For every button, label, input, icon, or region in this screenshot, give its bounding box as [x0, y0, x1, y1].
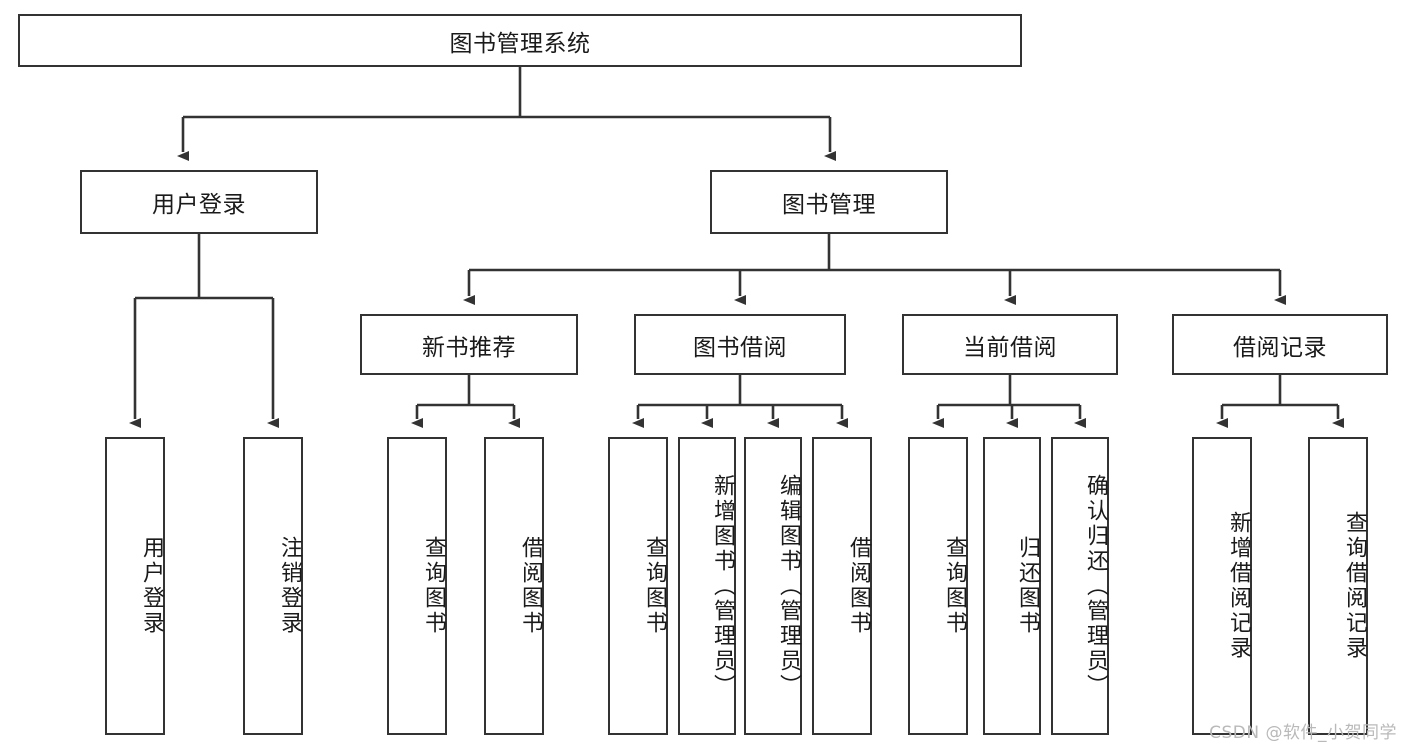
node-current-borrow[interactable]: 当前借阅	[902, 314, 1118, 375]
node-leaf-logout[interactable]: 注销登录	[243, 437, 303, 735]
node-current-borrow-label: 当前借阅	[963, 334, 1057, 361]
node-leaf-user-login[interactable]: 用户登录	[105, 437, 165, 735]
node-leaf-add-borrow-record[interactable]: 新增借阅记录	[1192, 437, 1252, 735]
node-leaf-query-book-rec[interactable]: 查询图书	[387, 437, 447, 735]
node-leaf-edit-book-admin-label: 编辑图书（管理员）	[776, 473, 801, 699]
node-leaf-query-book-borrow[interactable]: 查询图书	[608, 437, 668, 735]
node-leaf-return-book[interactable]: 归还图书	[983, 437, 1041, 735]
node-leaf-query-book-current-label: 查询图书	[942, 536, 967, 636]
node-leaf-add-book-admin-label: 新增图书（管理员）	[710, 473, 735, 699]
node-book-borrow-label: 图书借阅	[693, 334, 787, 361]
node-leaf-confirm-return-admin[interactable]: 确认归还（管理员）	[1051, 437, 1109, 735]
node-leaf-return-book-label: 归还图书	[1015, 536, 1040, 636]
node-user-login[interactable]: 用户登录	[80, 170, 318, 234]
watermark-text: CSDN @软件_小贺同学	[1209, 723, 1397, 743]
node-leaf-query-borrow-record-label: 查询借阅记录	[1342, 511, 1367, 661]
node-leaf-query-book-current[interactable]: 查询图书	[908, 437, 968, 735]
node-root-system[interactable]: 图书管理系统	[18, 14, 1022, 67]
node-leaf-borrow-book[interactable]: 借阅图书	[812, 437, 872, 735]
node-leaf-confirm-return-admin-label: 确认归还（管理员）	[1083, 473, 1108, 699]
node-leaf-add-book-admin[interactable]: 新增图书（管理员）	[678, 437, 736, 735]
node-leaf-borrow-book-label: 借阅图书	[846, 536, 871, 636]
node-user-login-label: 用户登录	[152, 192, 246, 218]
node-leaf-borrow-book-rec-label: 借阅图书	[518, 536, 543, 636]
node-leaf-logout-label: 注销登录	[277, 536, 302, 636]
node-leaf-borrow-book-rec[interactable]: 借阅图书	[484, 437, 544, 735]
node-new-book-recommend-label: 新书推荐	[422, 334, 516, 361]
node-leaf-add-borrow-record-label: 新增借阅记录	[1226, 511, 1251, 661]
node-borrow-record[interactable]: 借阅记录	[1172, 314, 1388, 375]
node-borrow-record-label: 借阅记录	[1233, 334, 1327, 361]
node-leaf-user-login-label: 用户登录	[139, 536, 164, 636]
node-root-system-label: 图书管理系统	[449, 30, 591, 57]
node-leaf-query-book-rec-label: 查询图书	[421, 536, 446, 636]
node-leaf-query-book-borrow-label: 查询图书	[642, 536, 667, 636]
node-leaf-query-borrow-record[interactable]: 查询借阅记录	[1308, 437, 1368, 735]
node-book-borrow[interactable]: 图书借阅	[634, 314, 846, 375]
node-new-book-recommend[interactable]: 新书推荐	[360, 314, 578, 375]
node-book-management[interactable]: 图书管理	[710, 170, 948, 234]
node-book-management-label: 图书管理	[782, 192, 876, 218]
node-leaf-edit-book-admin[interactable]: 编辑图书（管理员）	[744, 437, 802, 735]
